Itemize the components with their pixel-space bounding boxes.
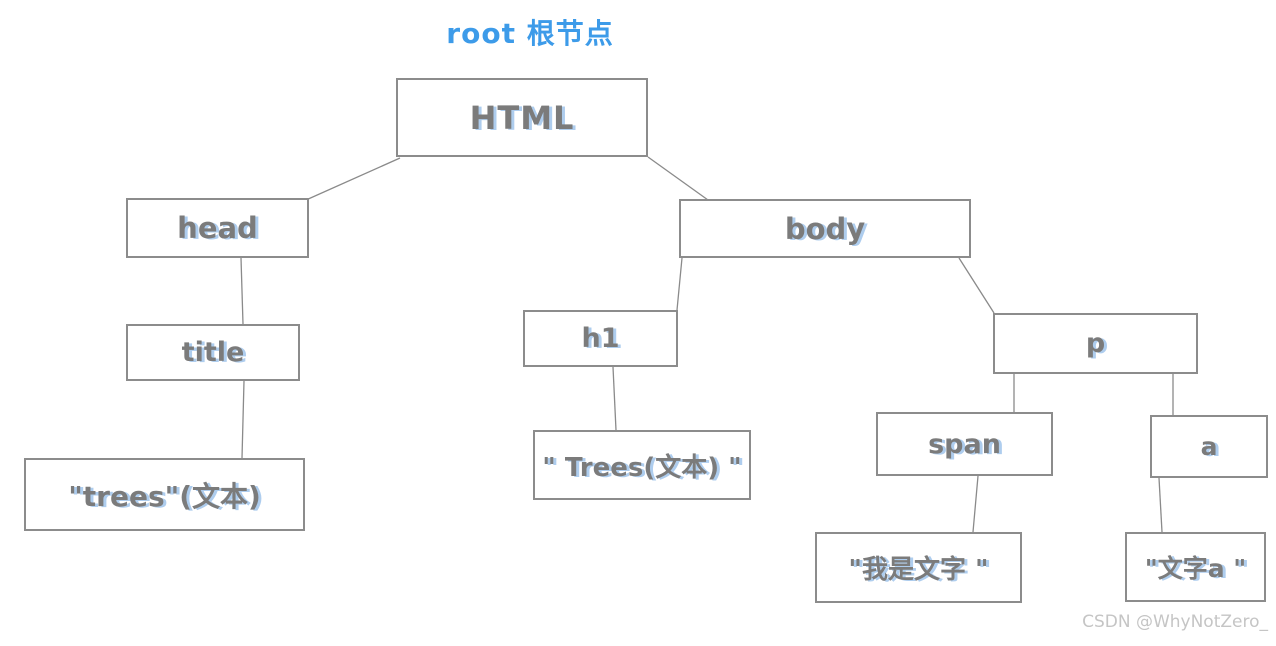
- node-trees-text: "trees"(文本): [24, 458, 305, 531]
- node-h1-text: " Trees(文本) ": [533, 430, 751, 500]
- node-title: title: [126, 324, 300, 381]
- edge-head-title: [240, 257, 244, 325]
- edge-body-h1: [676, 257, 683, 311]
- csdn-watermark: CSDN @WhyNotZero_: [1082, 612, 1268, 632]
- root-node-label: root 根节点: [446, 17, 614, 50]
- edge-h1-text: [612, 366, 617, 431]
- edge-span-text: [972, 475, 979, 533]
- edge-title-trees: [241, 380, 245, 459]
- node-html: HTML: [396, 78, 648, 157]
- node-a-text: "文字a ": [1125, 532, 1266, 602]
- node-p: p: [993, 313, 1198, 374]
- edge-a-text: [1158, 477, 1163, 533]
- edge-body-p: [958, 257, 995, 314]
- node-span-text: "我是文字 ": [815, 532, 1022, 603]
- node-span: span: [876, 412, 1053, 476]
- node-head: head: [126, 198, 309, 258]
- node-a: a: [1150, 415, 1268, 478]
- edge-html-body: [647, 156, 709, 201]
- edge-html-head: [305, 157, 401, 201]
- node-h1: h1: [523, 310, 678, 367]
- node-body: body: [679, 199, 971, 258]
